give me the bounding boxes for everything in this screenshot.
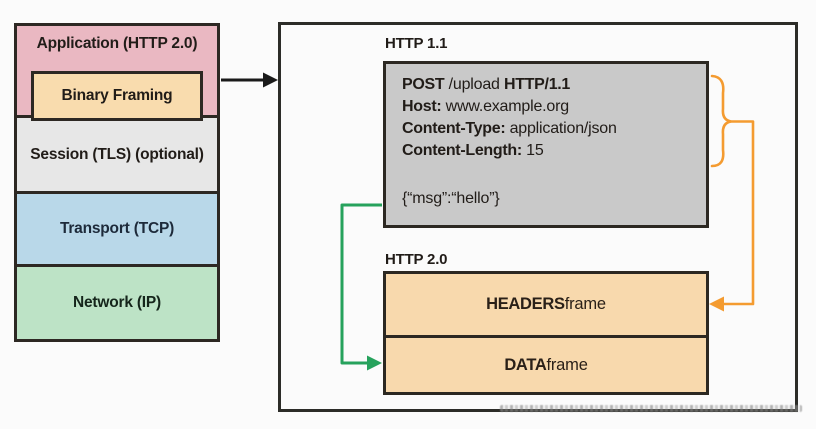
layer-transport: Transport (TCP) (14, 191, 220, 267)
request-body-json: {“msg”:“hello”} (402, 190, 500, 207)
request-line-start: POST /upload HTTP/1.1 (402, 76, 571, 93)
layer-application: Application (HTTP 2.0) Binary Framing (14, 23, 220, 121)
watermark (500, 405, 802, 412)
layer-session: Session (TLS) (optional) (14, 115, 220, 194)
request-line-host: Host: www.example.org (402, 98, 569, 115)
network-label: Network (IP) (72, 294, 162, 311)
protocol-stack: Application (HTTP 2.0) Binary Framing Se… (14, 23, 220, 342)
stack-to-panel-arrow (221, 72, 278, 88)
request-line-content-type: Content-Type: application/json (402, 120, 617, 137)
data-frame-row: DATA frame (386, 335, 706, 392)
application-label: Application (HTTP 2.0) (36, 35, 198, 52)
binary-framing-label: Binary Framing (61, 87, 173, 104)
layer-binary-framing: Binary Framing (31, 71, 203, 121)
http11-request-box: POST /upload HTTP/1.1 Host: www.example.… (383, 61, 709, 228)
http11-section-label: HTTP 1.1 (385, 35, 448, 52)
http20-frames-box: HEADERS frame DATA frame (383, 271, 709, 395)
transport-label: Transport (TCP) (59, 220, 175, 237)
session-label: Session (TLS) (optional) (30, 145, 204, 163)
request-line-content-length: Content-Length: 15 (402, 142, 544, 159)
headers-frame-row: HEADERS frame (486, 295, 606, 313)
http20-section-label: HTTP 2.0 (385, 251, 448, 268)
layer-network: Network (IP) (14, 264, 220, 342)
